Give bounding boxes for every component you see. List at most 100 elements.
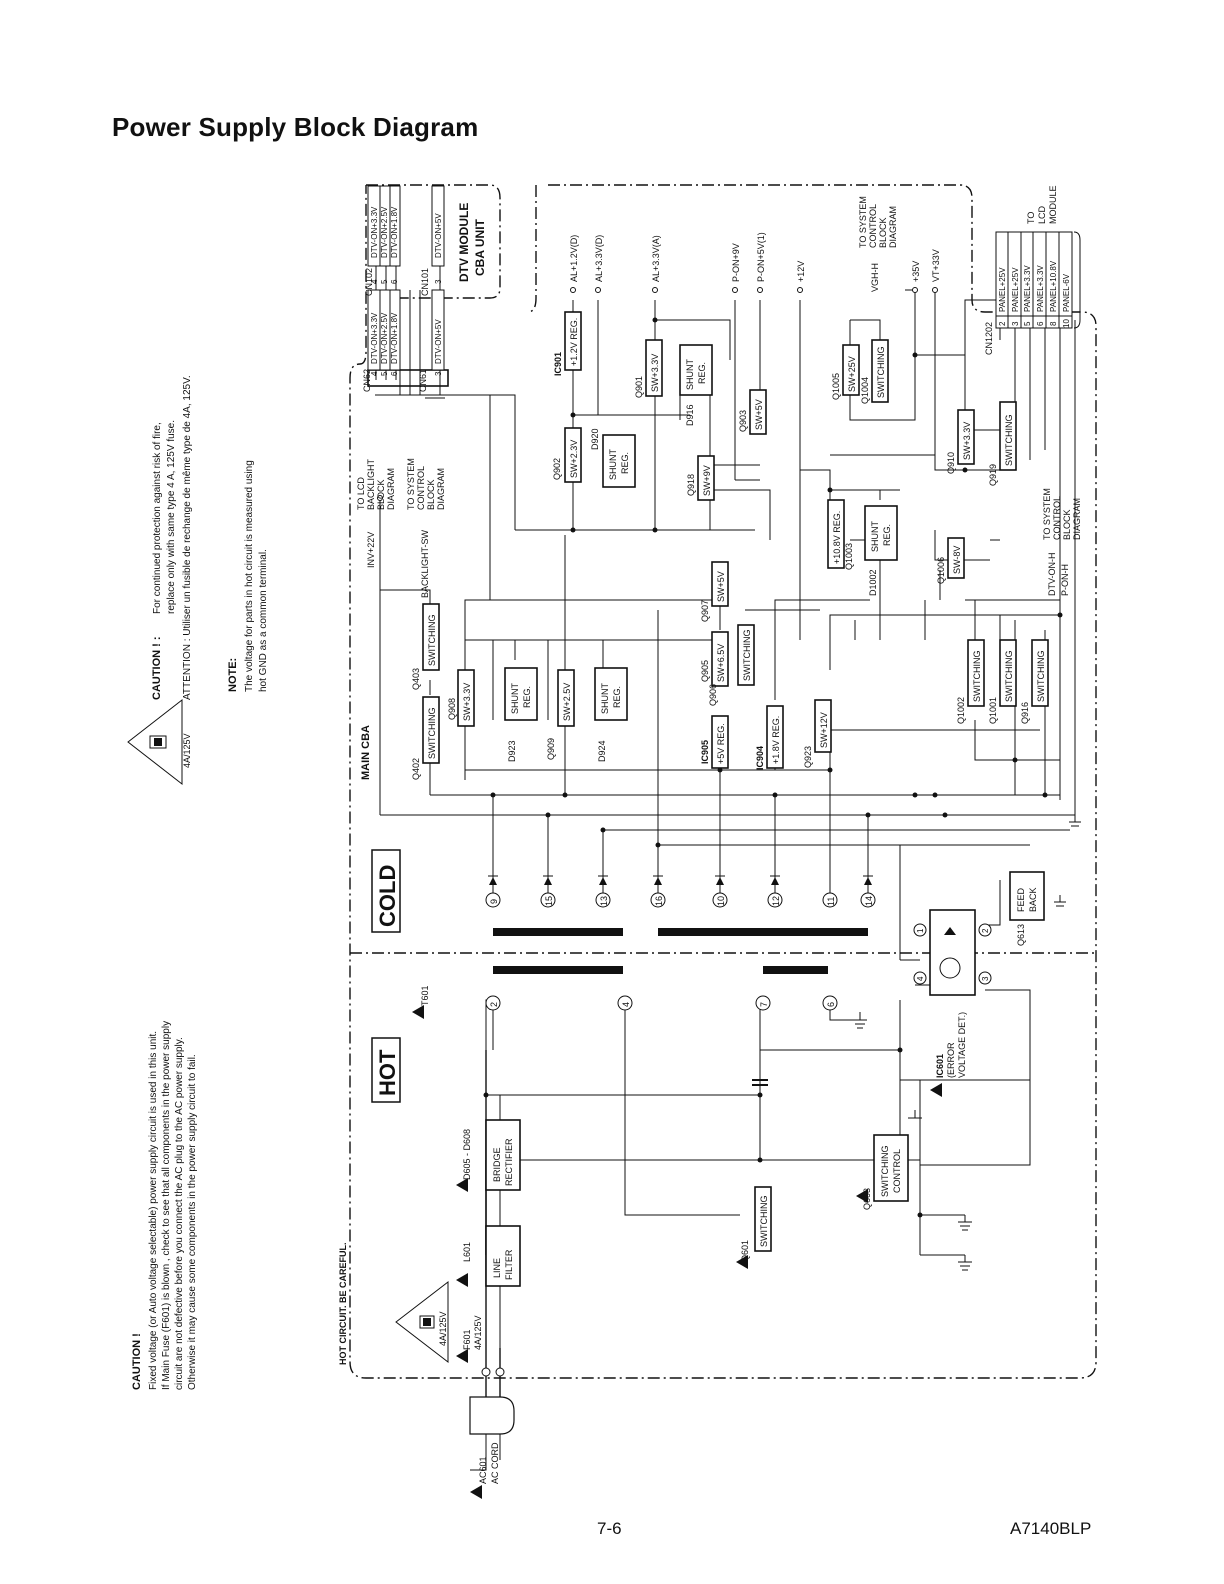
output-label: +12V <box>796 261 806 282</box>
block-label: SW+9V <box>702 465 712 496</box>
block-label: REG. <box>882 524 892 546</box>
block-q902: SW+2.3V Q902 <box>552 427 582 483</box>
block-ref: Q909 <box>546 738 556 760</box>
connector-dest: MODULE <box>1048 185 1058 224</box>
block-ic904: +1.8V REG. IC904 <box>755 705 784 770</box>
block-label: SWITCHING <box>742 630 752 682</box>
block-ic601: IC601 (ERROR VOLTAGE DET.) <box>930 1012 967 1097</box>
block-q910: SW+3.3V Q910 <box>946 409 975 474</box>
opto-pin: 3 <box>981 976 990 981</box>
connector-dest: LCD <box>1037 205 1047 224</box>
block-label: BACK <box>1028 887 1038 912</box>
opto-pin: 1 <box>916 928 925 933</box>
warning-icon <box>930 1083 942 1097</box>
block-label: SWITCHING <box>427 708 437 760</box>
block-label: SHUNT <box>510 682 520 714</box>
connector-pin: 5 <box>380 279 389 284</box>
dest-label: BACKLIGHT <box>366 458 376 510</box>
optocoupler: 1 2 3 4 <box>913 909 992 996</box>
block-ref: Q910 <box>946 452 956 474</box>
block-label: SW+6.5V <box>716 644 726 682</box>
transformer-ref: T601 <box>420 985 430 1006</box>
output-label: P-ON+9V <box>731 243 741 282</box>
hot-label-box: HOT <box>371 1037 401 1103</box>
block-ref: Q902 <box>552 458 562 480</box>
block-label: SWITCHING <box>1004 651 1014 703</box>
block-q909: SW+2.5V Q909 <box>546 669 575 760</box>
pin-label: 10 <box>716 896 726 906</box>
note-line2: hot GND as a common terminal. <box>258 549 269 692</box>
ac-cord-ref: AC601 <box>478 1456 488 1484</box>
connector-pin: 5 <box>1023 321 1032 326</box>
block-ref: Q1001 <box>988 697 998 724</box>
block-ref: Q919 <box>988 464 998 486</box>
block-ref: Q601 <box>740 1240 750 1262</box>
block-ref: Q403 <box>411 668 421 690</box>
block-label: SHUNT <box>608 448 618 480</box>
block-ref: D920 <box>590 428 600 450</box>
caution-heading: CAUTION ! <box>131 1333 143 1390</box>
warning-icon <box>470 1485 482 1499</box>
block-label: SW+25V <box>847 356 857 392</box>
block-label: SHUNT <box>600 682 610 714</box>
caution-line: Fixed voltage (or Auto voltage selectabl… <box>148 1031 159 1390</box>
pin-label: 16 <box>654 896 664 906</box>
dtv-module-label: DTV MODULE CBA UNIT <box>457 203 487 282</box>
connector-pin: 6 <box>390 279 399 284</box>
transformer-warning-icon <box>412 1005 424 1019</box>
block-label: LINE <box>492 1258 502 1278</box>
block-label: BRIDGE <box>492 1147 502 1182</box>
caution-fuse-line2: replace only with same type 4 A, 125V fu… <box>166 420 177 614</box>
connector-signal: DTV-ON+1.8V <box>390 312 399 364</box>
block-ref: IC905 <box>700 740 710 764</box>
block-ref: Q613 <box>1016 924 1026 946</box>
block-label: +10.8V REG. <box>832 511 842 564</box>
block-ref: D605 - D608 <box>462 1129 472 1180</box>
connector-pin: 5 <box>380 371 389 376</box>
block-ref: D916 <box>685 404 695 426</box>
block-ref: Q907 <box>700 600 710 622</box>
block-q903: SW+5V Q903 <box>738 389 767 435</box>
signal-label: BACKLIGHT-SW <box>420 529 430 598</box>
block-label: SWITCHING <box>972 651 982 703</box>
cba-unit-text: CBA UNIT <box>473 218 487 276</box>
dest-label: DIAGRAM <box>888 206 898 248</box>
signal-label: INV+22V <box>366 532 376 568</box>
caution-main: CAUTION ! Fixed voltage (or Auto voltage… <box>131 1021 198 1390</box>
block-ref: L601 <box>462 1242 472 1262</box>
block-label: CONTROL <box>892 1149 902 1193</box>
block-label: SW-8V <box>952 546 962 574</box>
connector-ref: CN62 <box>362 369 372 392</box>
block-q901: SW+3.3V Q901 <box>634 339 663 398</box>
block-label: SW+2.5V <box>562 683 572 721</box>
block-ref: Q402 <box>411 758 421 780</box>
block-q1004: SWITCHING Q1004 <box>860 339 889 404</box>
dtv-control-label: DTV-ON-H P-ON-H TO SYSTEM CONTROL BLOCK … <box>1042 488 1082 596</box>
ac-input: AC601 AC CORD F601 4A/125V 4A/125V <box>395 1280 515 1499</box>
connector-signal: PANEL+25V <box>998 267 1007 312</box>
dest-label: TO SYSTEM <box>858 196 868 248</box>
connector-pin: 3 <box>434 279 443 284</box>
connector-ref: CN101 <box>420 268 430 296</box>
fuse-triangle-rating: 4A/125V <box>438 1311 448 1346</box>
primary-pins: 2 4 7 6 <box>485 995 838 1011</box>
block-d924: SHUNT REG. D924 <box>594 667 628 762</box>
block-label: SWITCHING <box>1036 651 1046 703</box>
block-label: RECTIFIER <box>504 1138 514 1186</box>
caution-fuse-label: CAUTION ! : <box>151 636 163 700</box>
block-d923: SHUNT REG. D923 <box>504 667 538 762</box>
dest-label: BLOCK <box>878 217 888 248</box>
connector-pin: 3 <box>434 371 443 376</box>
dest-label: CONTROL <box>868 204 878 248</box>
warning-icon <box>456 1349 468 1363</box>
dest-label: BLOCK <box>426 479 436 510</box>
output-label: AL+3.3V(D) <box>594 235 604 282</box>
block-label: SWITCHING <box>759 1196 769 1248</box>
block-label: SWITCHING <box>876 347 886 399</box>
block-label: SWITCHING <box>880 1146 890 1198</box>
output-label: P-ON+5V(1) <box>756 232 766 282</box>
connector-signal: DTV-ON+1.8V <box>390 206 399 258</box>
pin-label: 12 <box>771 896 781 906</box>
fuse-ref: F601 <box>462 1329 472 1350</box>
block-label: +1.2V REG. <box>569 318 579 366</box>
